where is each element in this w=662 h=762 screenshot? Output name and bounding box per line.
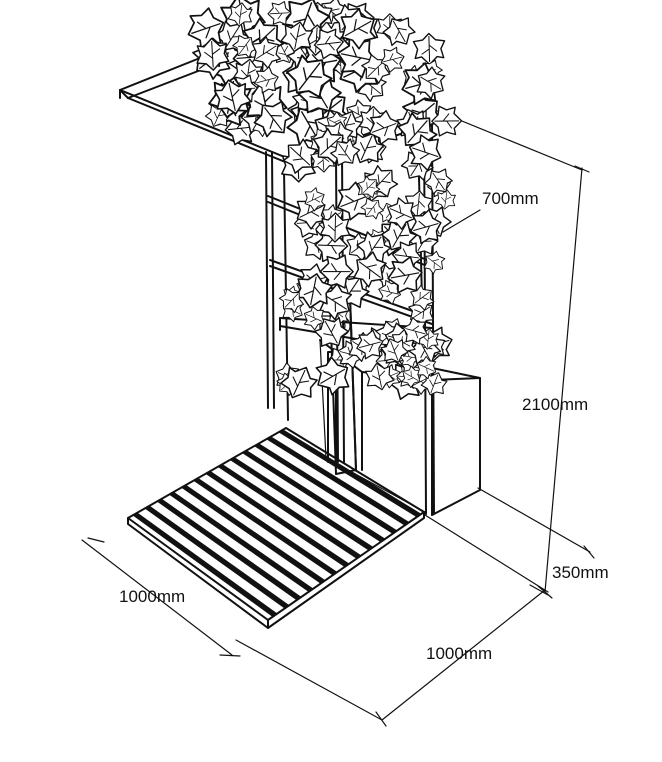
deck-width-dimension-line <box>235 639 383 721</box>
leaf <box>348 132 385 164</box>
deck-slat <box>156 498 302 601</box>
deck-slat <box>144 505 290 609</box>
leaf <box>280 21 314 53</box>
leaf <box>267 1 292 25</box>
deck-slat <box>169 491 314 592</box>
deck-slat <box>132 512 278 617</box>
leaf <box>382 17 416 47</box>
leaf <box>416 355 437 380</box>
deck <box>127 427 425 629</box>
leaf <box>286 54 333 99</box>
leaf <box>380 338 409 363</box>
leaf <box>303 305 325 331</box>
leaf <box>196 37 230 71</box>
leaf <box>435 189 456 210</box>
climbing-plant-foliage <box>187 0 463 401</box>
leaf <box>408 134 442 172</box>
dimension-labels: 700mm 2100mm 350mm 1000mm 1000mm <box>119 189 609 663</box>
leaf <box>423 250 446 275</box>
leaf <box>378 279 402 305</box>
leaf <box>340 8 377 50</box>
leaf <box>365 362 395 391</box>
leaf <box>280 366 318 399</box>
label-700mm: 700mm <box>482 189 539 208</box>
deck-slat <box>229 457 374 551</box>
leader-700 <box>442 209 481 233</box>
leaf <box>313 28 344 60</box>
leaf <box>232 34 258 59</box>
leaf <box>409 209 442 245</box>
leaf <box>330 138 361 167</box>
deck-slats <box>132 429 422 617</box>
height-dimension-line <box>544 167 583 593</box>
leaf <box>213 79 252 115</box>
leaf <box>282 138 318 174</box>
label-1000mm-width: 1000mm <box>426 644 492 663</box>
leaf <box>368 109 400 146</box>
leaf <box>380 46 405 73</box>
leaf <box>360 197 384 220</box>
label-2100mm: 2100mm <box>522 395 588 414</box>
leaf <box>356 329 384 360</box>
leaf <box>315 356 350 396</box>
dimension-lines <box>81 107 595 727</box>
leaf <box>416 66 446 100</box>
deck-slat <box>181 484 326 584</box>
leaf <box>412 32 446 66</box>
leaf <box>410 284 435 311</box>
deck-slat <box>242 450 386 543</box>
deck-slat <box>205 471 350 567</box>
deck-slat <box>217 464 362 559</box>
leaf <box>314 316 349 347</box>
leaf <box>278 288 305 314</box>
leaf <box>353 251 387 288</box>
label-1000mm-depth: 1000mm <box>119 587 185 606</box>
leaf <box>401 365 421 388</box>
planter-depth-dimension-line <box>477 487 591 553</box>
leaf <box>253 100 293 138</box>
leaf <box>304 187 325 212</box>
label-350mm: 350mm <box>552 563 609 582</box>
leaf <box>251 36 281 69</box>
deck-slat <box>254 443 398 534</box>
leaf <box>227 2 253 27</box>
leaf <box>357 175 381 199</box>
leaf <box>387 256 423 294</box>
leaf <box>431 105 463 137</box>
leaf <box>402 317 428 345</box>
deck-depth-dimension-line <box>81 539 233 656</box>
deck-slat <box>278 429 422 518</box>
leaf <box>319 212 351 243</box>
deck-slat <box>193 477 338 576</box>
deck-slat <box>266 436 410 526</box>
leaf <box>253 66 279 94</box>
leaf <box>424 168 453 195</box>
